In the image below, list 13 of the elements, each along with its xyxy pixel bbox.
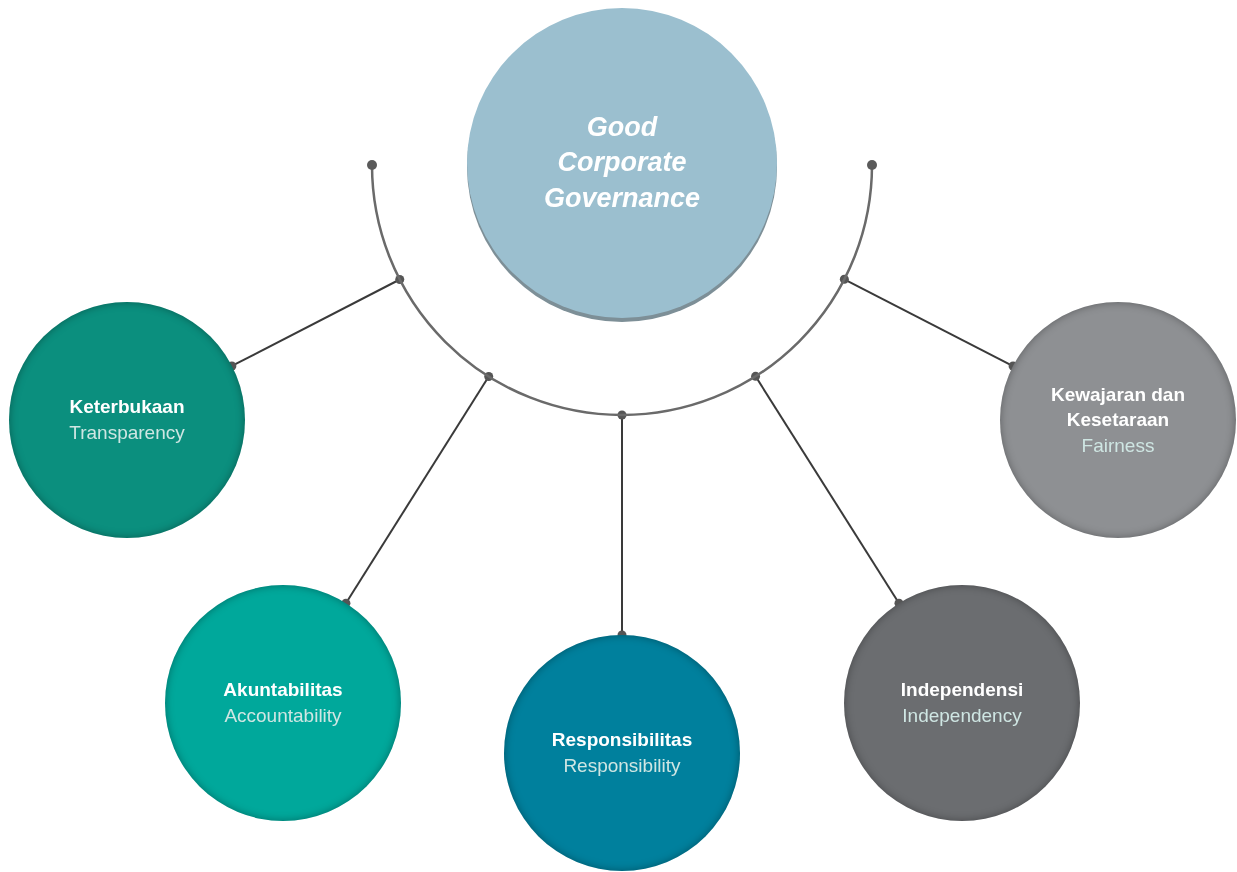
circle-title: Independensi [900,678,1024,703]
circle-title: Keterbukaan [69,395,185,420]
connector-line [341,372,494,608]
circle-subtitle: Independency [902,704,1022,728]
circle-subtitle: Fairness [1081,433,1155,458]
circle-subtitle: Accountability [224,704,342,728]
circle-title: Good Corporate Governance [542,111,702,215]
connector-line [751,371,904,608]
circle-title: Responsibilitas [551,728,693,753]
circle-title: Kewajaran dan Kesetaraan [1049,382,1187,433]
circle-subtitle: Responsibility [563,754,681,778]
circle-subtitle: Transparency [69,421,185,445]
circle-title: Akuntabilitas [223,678,343,703]
